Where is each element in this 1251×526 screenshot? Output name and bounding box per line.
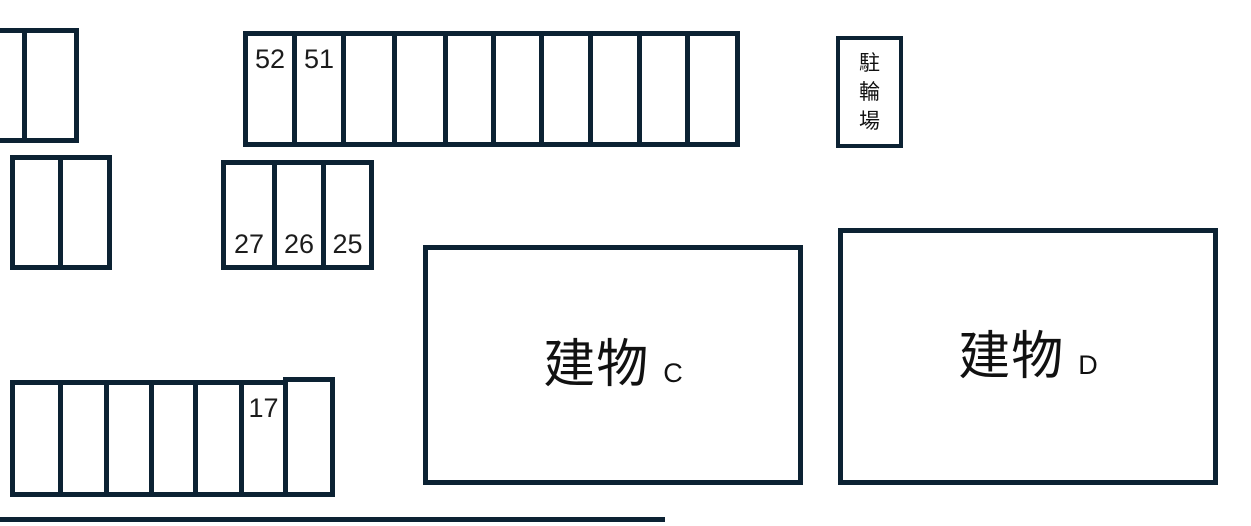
parking-stall[interactable]: [392, 31, 448, 147]
stall-number: 26: [283, 229, 315, 259]
parking-block-top-left-a: [0, 28, 79, 143]
parking-block-mid-left: 27 26 25: [221, 160, 374, 270]
stall-number: 27: [233, 229, 265, 259]
building-c-suffix: C: [663, 358, 683, 388]
parking-block-top-row: 52 51: [243, 31, 740, 147]
boundary-line-bottom: [0, 517, 665, 522]
parking-stall[interactable]: [58, 380, 109, 497]
parking-stall[interactable]: 26: [272, 160, 326, 270]
building-d-label: 建物 D: [958, 331, 1098, 383]
parking-stall[interactable]: [685, 31, 740, 147]
parking-stall[interactable]: [22, 28, 79, 143]
bicycle-parking-char: 場: [859, 108, 880, 133]
building-d-suffix: D: [1078, 349, 1098, 380]
parking-stall[interactable]: [58, 155, 112, 270]
building-d[interactable]: 建物 D: [838, 228, 1218, 485]
stall-number: 52: [254, 44, 286, 74]
stall-number: 17: [248, 393, 279, 423]
parking-stall[interactable]: [539, 31, 593, 147]
stall-number: 25: [332, 229, 363, 259]
parking-stall[interactable]: [283, 377, 335, 497]
parking-block-bottom-row: 17: [10, 377, 335, 497]
parking-stall[interactable]: 25: [321, 160, 374, 270]
parking-block-top-left-b: [10, 155, 112, 270]
parking-stall[interactable]: [10, 380, 63, 497]
bicycle-parking-box[interactable]: 駐 輪 場: [836, 36, 903, 148]
building-c-name: 建物: [543, 335, 650, 395]
parking-stall[interactable]: [588, 31, 642, 147]
bicycle-parking-char: 駐: [859, 50, 880, 75]
parking-stall[interactable]: [637, 31, 690, 147]
parking-stall[interactable]: 17: [239, 380, 288, 497]
parking-stall[interactable]: [341, 31, 397, 147]
parking-stall[interactable]: [443, 31, 496, 147]
parking-stall[interactable]: 51: [292, 31, 346, 147]
bicycle-parking-char: 輪: [859, 79, 880, 104]
parking-stall[interactable]: [149, 380, 198, 497]
parking-stall[interactable]: [104, 380, 154, 497]
parking-stall[interactable]: 27: [221, 160, 277, 270]
parking-stall[interactable]: [10, 155, 63, 270]
building-c[interactable]: 建物 C: [423, 245, 803, 485]
parking-stall[interactable]: [491, 31, 544, 147]
building-d-name: 建物: [958, 326, 1065, 387]
building-c-label: 建物 C: [543, 339, 683, 391]
parking-stall[interactable]: [193, 380, 244, 497]
stall-number: 51: [303, 44, 335, 74]
parking-stall[interactable]: 52: [243, 31, 297, 147]
